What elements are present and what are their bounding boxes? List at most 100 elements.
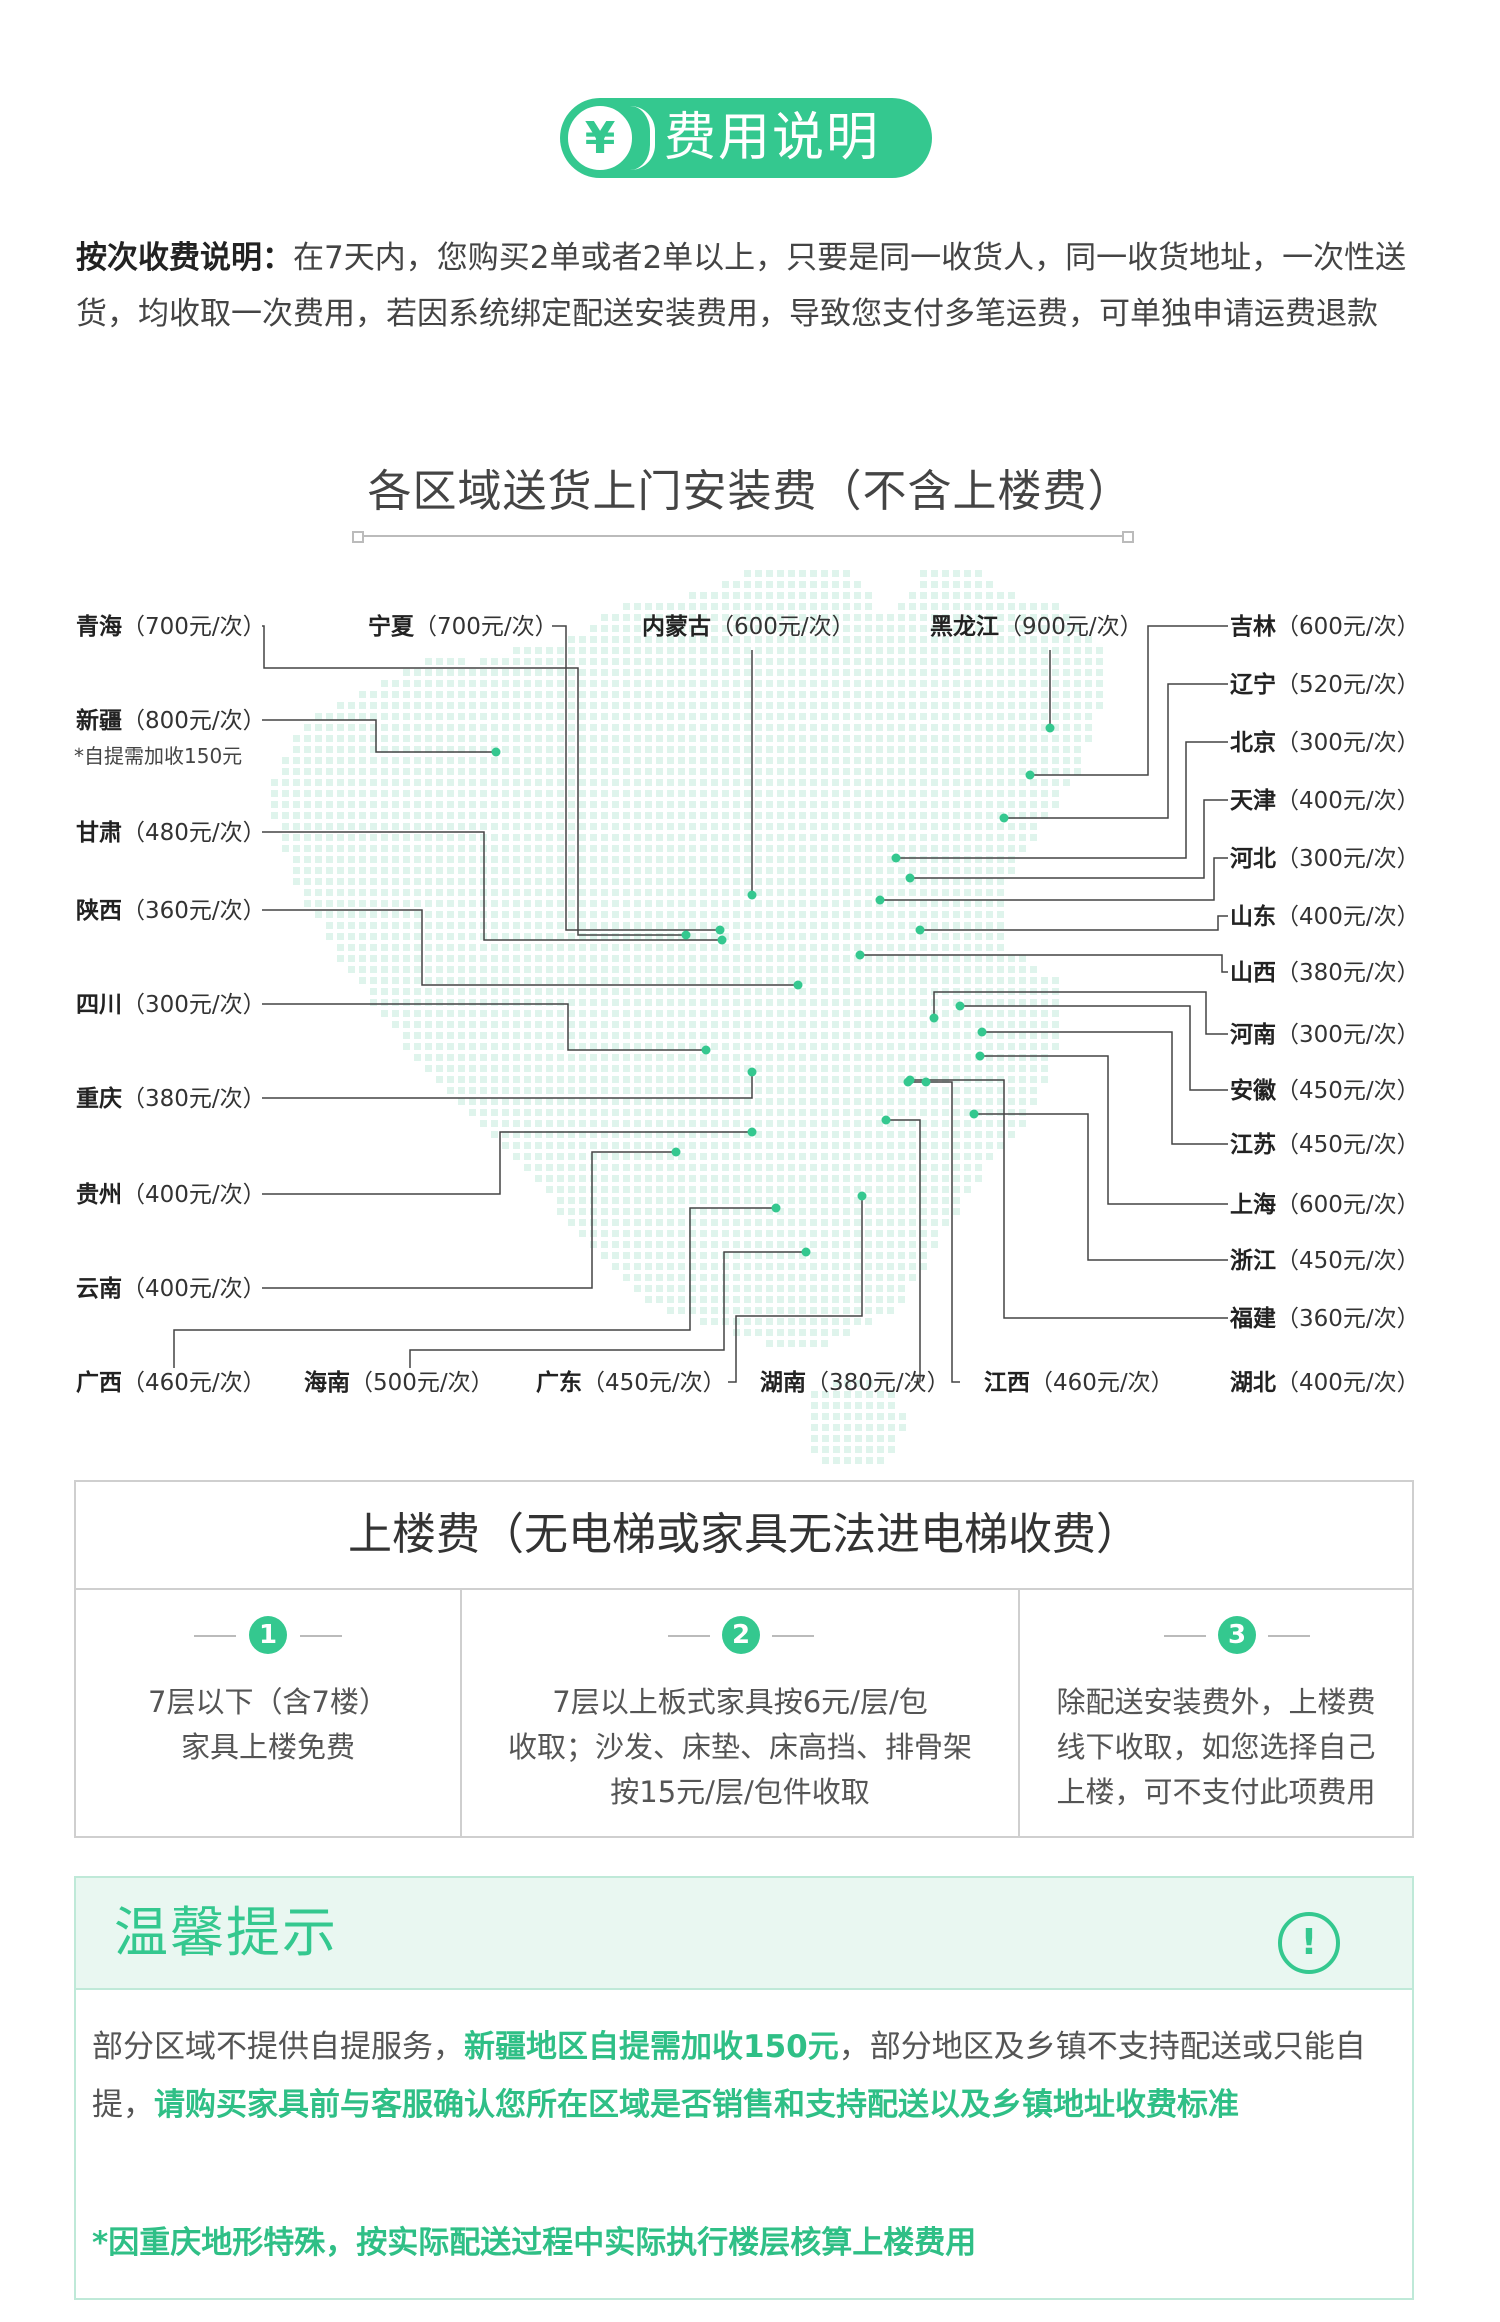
map-dot	[887, 1263, 894, 1270]
map-dot	[755, 1241, 762, 1248]
map-dot	[777, 1098, 784, 1105]
map-dot	[656, 1054, 663, 1061]
map-dot	[700, 856, 707, 863]
map-dot	[502, 999, 509, 1006]
map-dot	[899, 1413, 906, 1420]
map-dot	[942, 845, 949, 852]
map-dot	[392, 878, 399, 885]
map-dot	[381, 999, 388, 1006]
map-dot	[1074, 680, 1081, 687]
map-dot	[403, 878, 410, 885]
map-dot	[986, 1054, 993, 1061]
map-dot	[799, 790, 806, 797]
map-dot	[953, 636, 960, 643]
map-dot	[1019, 955, 1026, 962]
map-dot	[370, 977, 377, 984]
map-dot	[645, 944, 652, 951]
map-dot	[898, 1142, 905, 1149]
map-dot	[546, 988, 553, 995]
map-dot	[799, 1021, 806, 1028]
map-dot	[1030, 768, 1037, 775]
region-label: 天津（400元/次）	[1230, 786, 1420, 816]
map-dot	[403, 801, 410, 808]
map-dot	[700, 1153, 707, 1160]
region-marker	[929, 1013, 939, 1023]
map-dot	[832, 625, 839, 632]
map-dot	[612, 999, 619, 1006]
map-dot	[811, 1446, 818, 1453]
map-dot	[788, 812, 795, 819]
map-dot	[843, 812, 850, 819]
region-label: 山西（380元/次）	[1230, 958, 1420, 988]
map-dot	[733, 856, 740, 863]
map-dot	[667, 834, 674, 841]
map-dot	[656, 988, 663, 995]
map-dot	[876, 922, 883, 929]
map-dot	[612, 1219, 619, 1226]
map-dot	[898, 977, 905, 984]
map-dot	[359, 933, 366, 940]
map-dot	[711, 1010, 718, 1017]
map-dot	[568, 768, 575, 775]
region-price: （450元/次）	[1276, 1248, 1420, 1274]
map-dot	[359, 735, 366, 742]
map-dot	[700, 713, 707, 720]
map-dot	[700, 955, 707, 962]
map-dot	[590, 1109, 597, 1116]
map-dot	[700, 1263, 707, 1270]
map-dot	[744, 1219, 751, 1226]
map-dot	[832, 779, 839, 786]
map-dot	[645, 1186, 652, 1193]
map-dot	[876, 1131, 883, 1138]
tips-box: 温馨提示 ! 部分区域不提供自提服务，新疆地区自提需加收150元，部分地区及乡镇…	[74, 1876, 1414, 2300]
region-label: 陕西（360元/次）	[76, 896, 266, 926]
map-dot	[546, 669, 553, 676]
map-dot	[986, 636, 993, 643]
map-dot	[766, 746, 773, 753]
map-dot	[513, 790, 520, 797]
map-dot	[866, 1402, 873, 1409]
map-dot	[1041, 658, 1048, 665]
map-dot	[513, 977, 520, 984]
region-label: 甘肃（480元/次）	[76, 818, 266, 848]
region-price: （480元/次）	[122, 820, 266, 846]
map-dot	[733, 581, 740, 588]
map-dot	[788, 1164, 795, 1171]
map-dot	[634, 944, 641, 951]
map-dot	[667, 812, 674, 819]
map-dot	[359, 878, 366, 885]
map-dot	[700, 680, 707, 687]
map-dot	[436, 680, 443, 687]
map-dot	[942, 1219, 949, 1226]
map-dot	[843, 1263, 850, 1270]
map-dot	[689, 922, 696, 929]
map-dot	[865, 1021, 872, 1028]
map-dot	[810, 801, 817, 808]
map-dot	[887, 680, 894, 687]
map-dot	[711, 834, 718, 841]
map-dot	[766, 955, 773, 962]
map-dot	[425, 856, 432, 863]
map-dot	[865, 944, 872, 951]
map-dot	[744, 1164, 751, 1171]
map-dot	[568, 812, 575, 819]
map-dot	[898, 636, 905, 643]
map-dot	[833, 1424, 840, 1431]
map-dot	[480, 724, 487, 731]
map-dot	[700, 999, 707, 1006]
map-dot	[557, 966, 564, 973]
map-dot	[1074, 625, 1081, 632]
map-dot	[777, 999, 784, 1006]
map-dot	[458, 1021, 465, 1028]
map-dot	[678, 911, 685, 918]
map-dot	[1008, 801, 1015, 808]
map-dot	[821, 1076, 828, 1083]
map-dot	[1019, 779, 1026, 786]
map-dot	[942, 911, 949, 918]
map-dot	[634, 1098, 641, 1105]
map-dot	[821, 636, 828, 643]
map-dot	[513, 988, 520, 995]
map-dot	[810, 1164, 817, 1171]
map-dot	[997, 955, 1004, 962]
map-dot	[326, 911, 333, 918]
